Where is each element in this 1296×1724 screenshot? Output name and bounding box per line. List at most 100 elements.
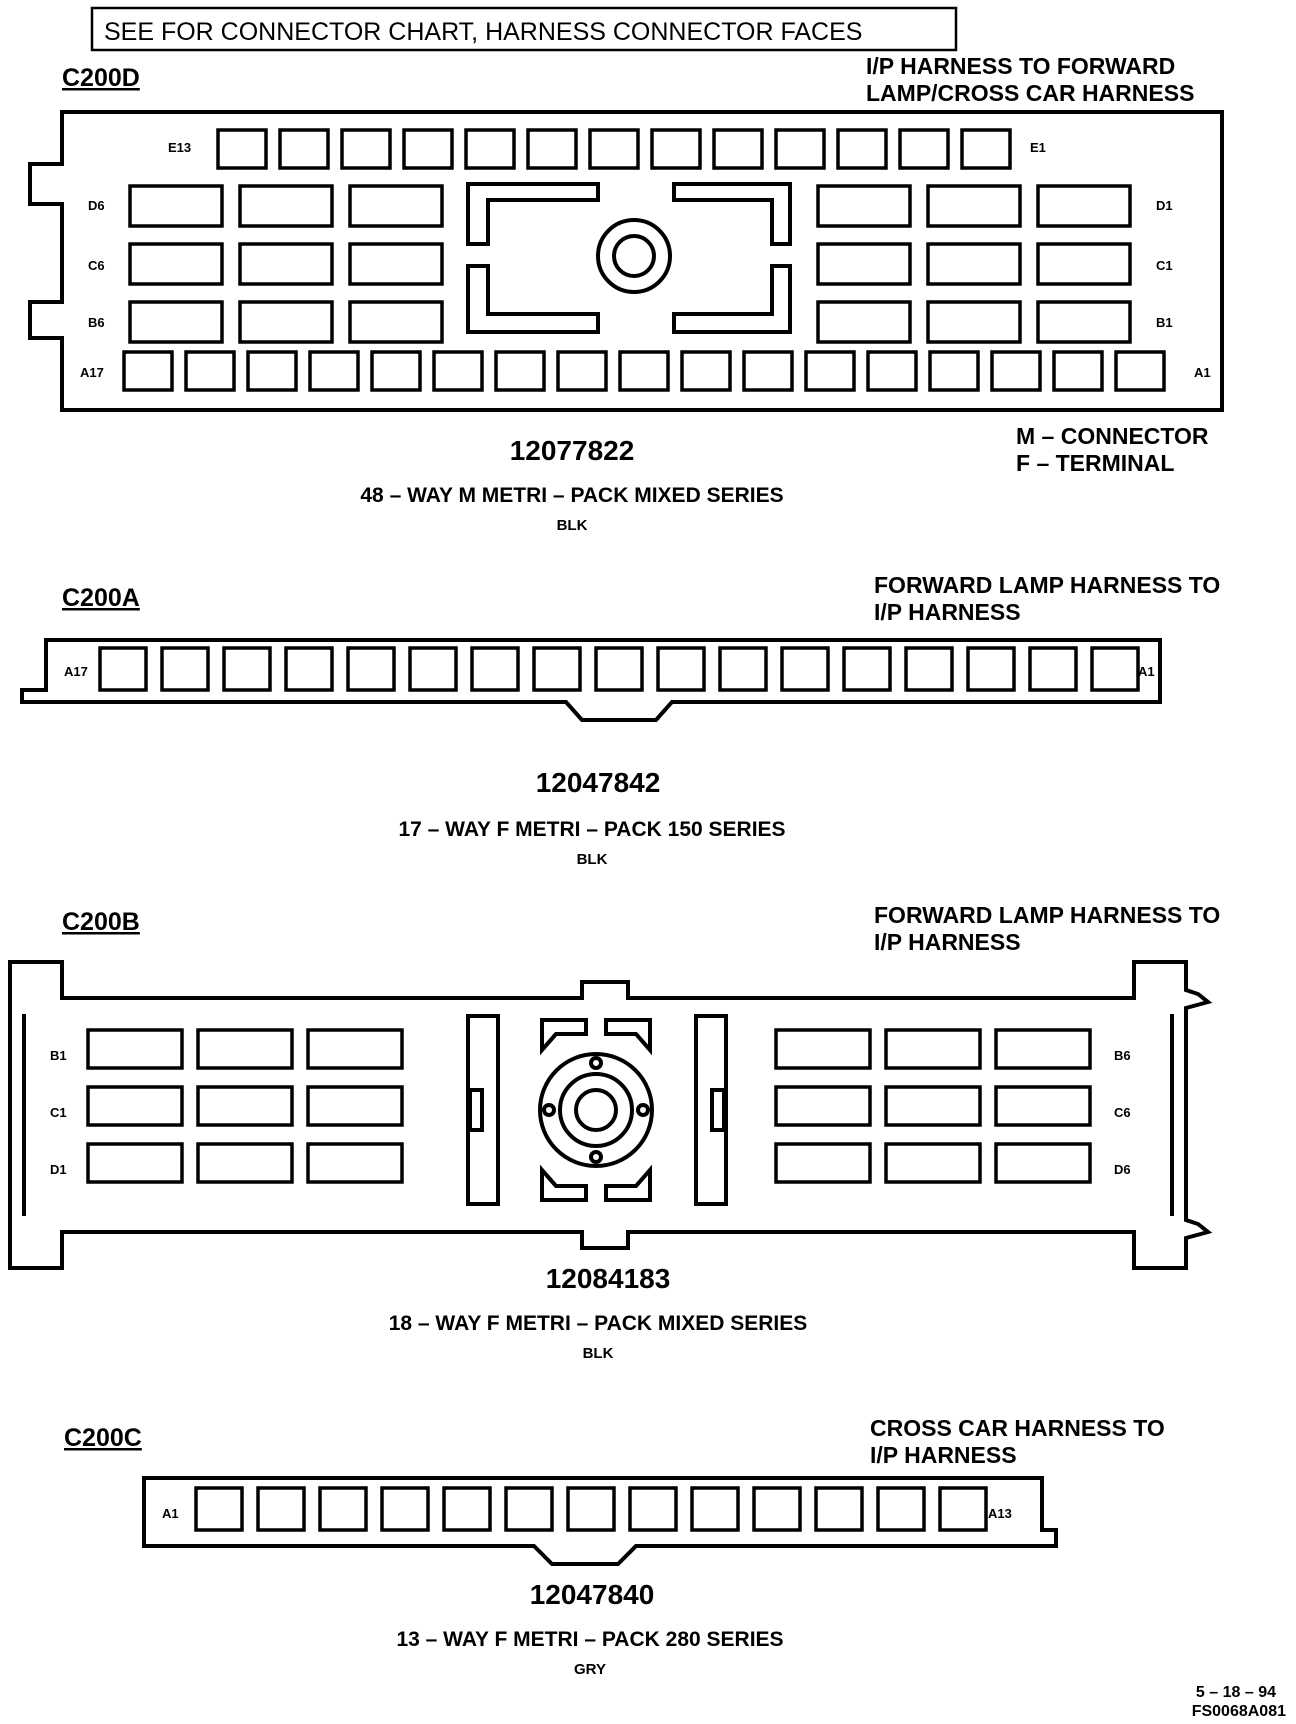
c200b-cavity-b-right-3 bbox=[994, 1028, 1092, 1070]
c200a-cavity-7 bbox=[470, 646, 520, 692]
c200d-label-a17: A17 bbox=[80, 365, 104, 380]
c200d-cavity-a-11 bbox=[742, 350, 794, 392]
header-note: SEE FOR CONNECTOR CHART, HARNESS CONNECT… bbox=[104, 18, 862, 46]
c200b-center-dot-bottom bbox=[589, 1150, 603, 1164]
c200a-cavities bbox=[98, 646, 1140, 692]
c200b-cavity-d-right-1 bbox=[774, 1142, 872, 1184]
c200b-label-d1: D1 bbox=[50, 1162, 67, 1177]
c200d-cavities bbox=[122, 128, 1166, 392]
c200c-cavity-2 bbox=[256, 1486, 306, 1532]
c200b-label-b6: B6 bbox=[1114, 1048, 1131, 1063]
c200a-cavity-15 bbox=[966, 646, 1016, 692]
c200d-cavity-b-left-1 bbox=[128, 300, 224, 344]
c200d-cavity-a-16 bbox=[1052, 350, 1104, 392]
c200c-cavity-10 bbox=[752, 1486, 802, 1532]
c200c-desc-line1: CROSS CAR HARNESS TO bbox=[870, 1415, 1165, 1441]
c200d-cavity-e-12 bbox=[898, 128, 950, 170]
c200c-housing bbox=[142, 1476, 1058, 1566]
c200d-cavity-b-left-3 bbox=[348, 300, 444, 344]
c200d-cavity-c-right-2 bbox=[926, 242, 1022, 286]
c200d-cavity-e-5 bbox=[464, 128, 516, 170]
c200d-gender-line2: F – TERMINAL bbox=[1016, 450, 1174, 476]
c200a-label-a17: A17 bbox=[64, 664, 88, 679]
c200c-cavity-12 bbox=[876, 1486, 926, 1532]
connector-c200b: C200B FORWARD LAMP HARNESS TO I/P HARNES… bbox=[8, 902, 1220, 1362]
c200a-label-a1: A1 bbox=[1138, 664, 1155, 679]
c200d-cavity-a-1 bbox=[122, 350, 174, 392]
c200c-label-a1: A1 bbox=[162, 1506, 179, 1521]
c200d-cavity-e-11 bbox=[836, 128, 888, 170]
c200b-cavity-b-left-2 bbox=[196, 1028, 294, 1070]
c200d-cavity-c-left-2 bbox=[238, 242, 334, 286]
c200b-cavity-d-left-3 bbox=[306, 1142, 404, 1184]
c200b-label-d6: D6 bbox=[1114, 1162, 1131, 1177]
c200c-type: 13 – WAY F METRI – PACK 280 SERIES bbox=[396, 1628, 783, 1651]
c200a-cavity-2 bbox=[160, 646, 210, 692]
c200d-cavity-b-right-1 bbox=[816, 300, 912, 344]
c200d-latch-bl bbox=[466, 264, 600, 334]
c200a-cavity-11 bbox=[718, 646, 768, 692]
c200d-cavity-a-8 bbox=[556, 350, 608, 392]
c200b-key-bl bbox=[540, 1164, 588, 1202]
c200d-cavity-d-right-1 bbox=[816, 184, 912, 228]
c200d-cavity-e-2 bbox=[278, 128, 330, 170]
c200c-cavity-11 bbox=[814, 1486, 864, 1532]
c200b-cavity-b-left-3 bbox=[306, 1028, 404, 1070]
c200b-cavity-b-right-1 bbox=[774, 1028, 872, 1070]
c200d-cavity-a-12 bbox=[804, 350, 856, 392]
c200d-cavity-d-right-2 bbox=[926, 184, 1022, 228]
c200b-housing bbox=[8, 960, 1213, 1270]
c200b-key-tr bbox=[604, 1018, 652, 1056]
c200a-desc-line2: I/P HARNESS bbox=[874, 599, 1021, 625]
c200d-cavity-e-6 bbox=[526, 128, 578, 170]
c200c-cavity-6 bbox=[504, 1486, 554, 1532]
c200a-cavity-17 bbox=[1090, 646, 1140, 692]
c200d-cavity-e-10 bbox=[774, 128, 826, 170]
c200a-cavity-10 bbox=[656, 646, 706, 692]
c200d-type: 48 – WAY M METRI – PACK MIXED SERIES bbox=[360, 484, 783, 507]
c200b-label-b1: B1 bbox=[50, 1048, 67, 1063]
c200c-cavity-3 bbox=[318, 1486, 368, 1532]
c200a-cavity-13 bbox=[842, 646, 892, 692]
c200a-housing bbox=[20, 638, 1162, 722]
c200c-cavity-4 bbox=[380, 1486, 430, 1532]
c200c-cavity-1 bbox=[194, 1486, 244, 1532]
c200b-cavity-b-left-1 bbox=[86, 1028, 184, 1070]
c200d-cavity-e-8 bbox=[650, 128, 702, 170]
c200d-latch-tl bbox=[466, 182, 600, 246]
c200d-cavity-b-left-2 bbox=[238, 300, 334, 344]
c200c-desc-line2: I/P HARNESS bbox=[870, 1442, 1017, 1468]
c200b-part-number: 12084183 bbox=[546, 1263, 671, 1294]
c200b-cavity-b-right-2 bbox=[884, 1028, 982, 1070]
c200d-id: C200D bbox=[62, 64, 140, 92]
c200d-cavity-d-left-3 bbox=[348, 184, 444, 228]
c200b-cavity-c-right-3 bbox=[994, 1085, 1092, 1127]
c200a-cavity-9 bbox=[594, 646, 644, 692]
c200d-part-number: 12077822 bbox=[510, 435, 635, 466]
c200c-cavity-8 bbox=[628, 1486, 678, 1532]
c200d-housing bbox=[28, 110, 1224, 412]
c200b-desc-line2: I/P HARNESS bbox=[874, 929, 1021, 955]
c200d-cavity-e-9 bbox=[712, 128, 764, 170]
c200d-cavity-a-3 bbox=[246, 350, 298, 392]
c200b-type: 18 – WAY F METRI – PACK MIXED SERIES bbox=[389, 1312, 808, 1335]
c200d-label-e1: E1 bbox=[1030, 140, 1046, 155]
c200b-cavity-c-right-2 bbox=[884, 1085, 982, 1127]
c200b-cavity-c-left-1 bbox=[86, 1085, 184, 1127]
c200a-color: BLK bbox=[577, 851, 608, 868]
c200d-gender-line1: M – CONNECTOR bbox=[1016, 423, 1209, 449]
c200d-cavity-a-13 bbox=[866, 350, 918, 392]
c200b-center-ring-middle bbox=[558, 1072, 634, 1148]
c200b-cavity-c-right-1 bbox=[774, 1085, 872, 1127]
c200a-desc-line1: FORWARD LAMP HARNESS TO bbox=[874, 572, 1220, 598]
c200b-cavities bbox=[86, 1028, 1092, 1184]
connector-c200d: C200D I/P HARNESS TO FORWARD LAMP/CROSS … bbox=[28, 53, 1224, 534]
c200c-id: C200C bbox=[64, 1424, 142, 1452]
c200d-label-a1: A1 bbox=[1194, 365, 1211, 380]
connector-c200c: C200C CROSS CAR HARNESS TO I/P HARNESS A… bbox=[64, 1415, 1165, 1678]
footer-date: 5 – 18 – 94 bbox=[1196, 1684, 1276, 1701]
footer-code: FS0068A081 bbox=[1192, 1703, 1286, 1720]
c200c-cavity-7 bbox=[566, 1486, 616, 1532]
c200c-color: GRY bbox=[574, 1661, 606, 1678]
c200a-type: 17 – WAY F METRI – PACK 150 SERIES bbox=[398, 818, 785, 841]
